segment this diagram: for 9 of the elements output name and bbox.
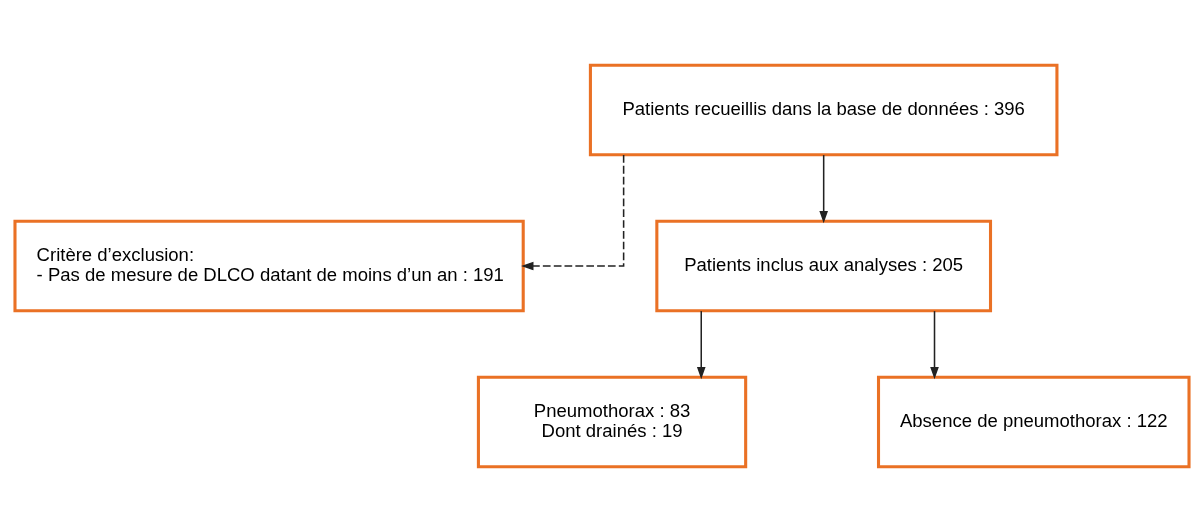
arrow — [930, 309, 939, 379]
node-box: Pneumothorax : 83 Dont drainés : 19 — [476, 375, 748, 468]
arrow — [696, 309, 706, 379]
node-box: Critère d’exclusion: - Pas de mesure de DLCO datant de moins d’un an : 191 — [13, 219, 525, 312]
arrow — [521, 153, 625, 270]
node-box: Patients recueillis dans la base de données : 396 — [588, 63, 1059, 156]
arrow — [819, 153, 828, 223]
node-box: Patients inclus aux analyses : 205 — [655, 219, 993, 312]
node-box: Absence de pneumothorax : 122 — [876, 375, 1191, 468]
